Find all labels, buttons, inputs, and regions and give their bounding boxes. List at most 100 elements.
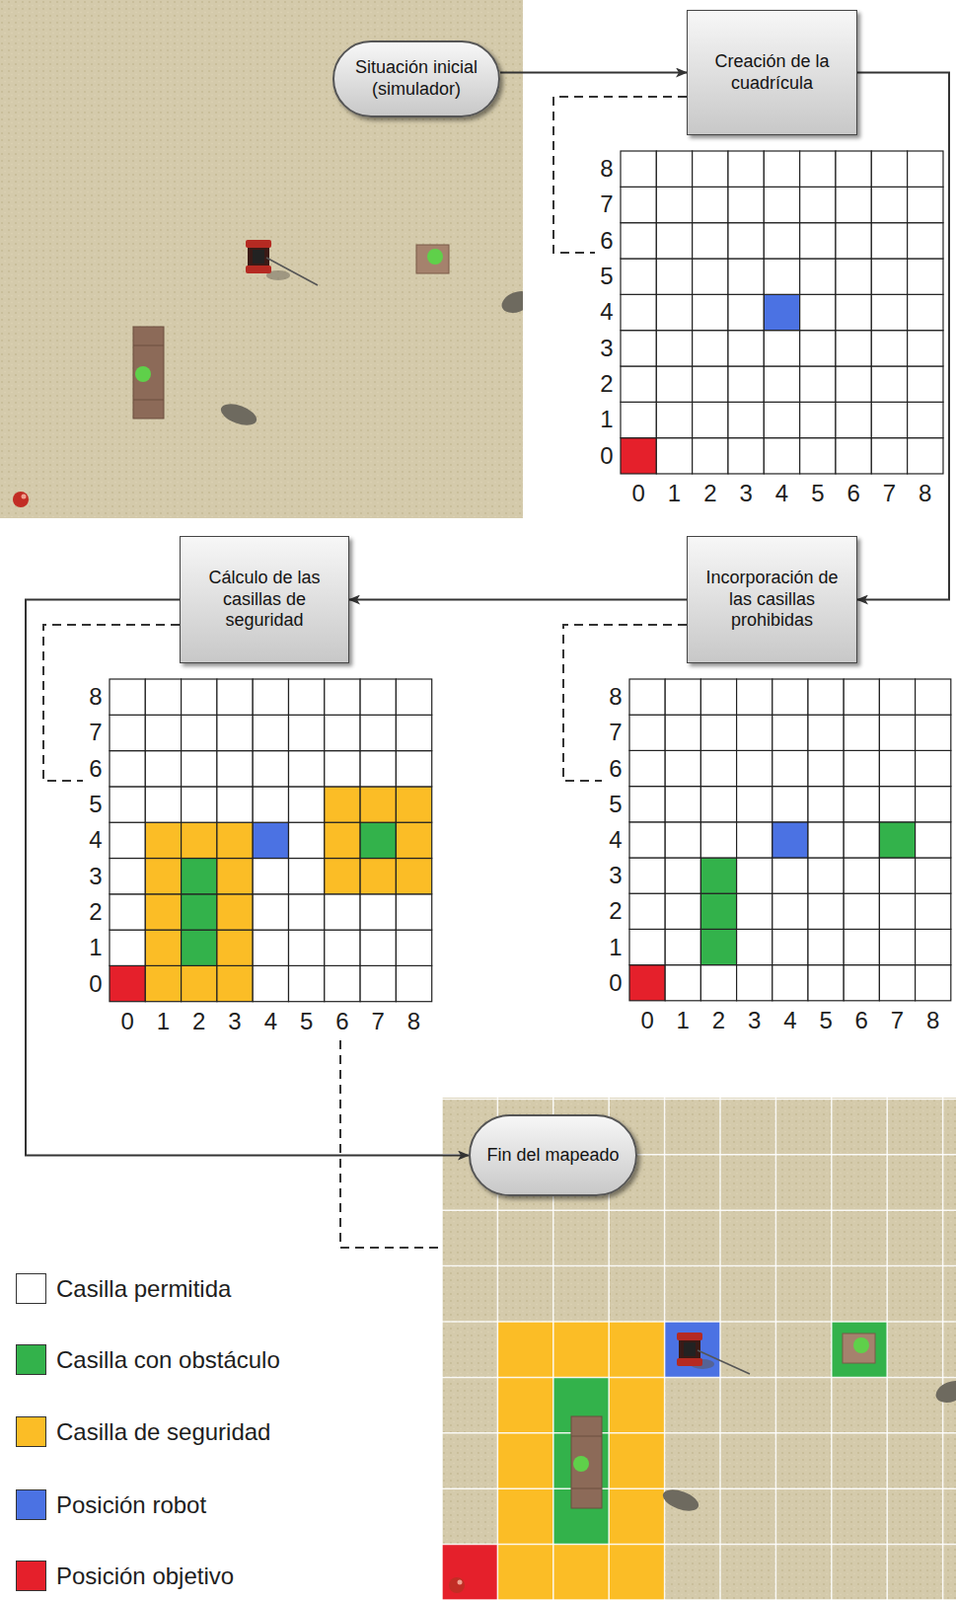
grid-cell [656, 294, 692, 330]
grid-cell [835, 258, 872, 295]
grid-cell [692, 401, 729, 438]
grid-cell [763, 186, 800, 222]
grid-cell [835, 366, 872, 402]
robot-top [683, 1341, 696, 1356]
grid-cell [145, 858, 181, 894]
grid-cell [360, 964, 396, 1001]
grid-cell [664, 892, 701, 929]
grid-cell [395, 858, 432, 894]
obstacle-marker [427, 248, 443, 265]
legend-swatch [15, 1343, 47, 1375]
grid-cell [395, 929, 432, 965]
axis-number: 6 [601, 753, 630, 784]
grid-cell [324, 821, 361, 858]
node-text: Fin del mapeado [486, 1144, 619, 1167]
grid-cell [772, 928, 809, 964]
grid-cell [728, 330, 764, 367]
map-cell [608, 1487, 664, 1544]
robot-wheel [676, 1357, 703, 1366]
grid-cell [145, 714, 181, 750]
box-plank [571, 1487, 602, 1489]
axis-number: 5 [81, 789, 110, 819]
axis-number: 7 [875, 478, 903, 509]
grid-cell [360, 786, 396, 822]
grid-cell [109, 821, 146, 858]
axis-number: 6 [328, 1006, 357, 1036]
grid-cell [915, 928, 952, 964]
grid-cell [728, 438, 764, 474]
map-cell [553, 1321, 609, 1377]
grid-cell [808, 964, 844, 1001]
grid-cell [700, 678, 736, 715]
obstacle-marker [135, 366, 151, 382]
axis-number: 4 [601, 824, 630, 855]
axis-number: 3 [732, 478, 760, 509]
grid-cell [907, 222, 944, 259]
grid-cell [736, 714, 773, 750]
grid-cell [656, 222, 692, 259]
box-plank [133, 345, 164, 347]
grid-cell [395, 750, 432, 787]
grid-cell [879, 714, 915, 750]
axis-number: 2 [185, 1006, 214, 1036]
grid-cell [808, 928, 844, 964]
grid-cell [217, 821, 253, 858]
sand-ground [0, 0, 523, 518]
grid-cell [395, 964, 432, 1001]
flow-arrow [349, 598, 687, 601]
map-cell [497, 1432, 553, 1488]
obstacle-box [416, 244, 449, 274]
grid-cell [656, 150, 692, 187]
grid-cell [879, 928, 915, 964]
obstacle-box [571, 1415, 602, 1508]
grid-cell [692, 294, 729, 330]
grid-cell [800, 150, 836, 187]
grid-cell [763, 330, 800, 367]
grid-cell [252, 893, 289, 930]
leader-line [340, 1039, 442, 1248]
legend-swatch [15, 1488, 47, 1520]
axis-number: 4 [767, 478, 796, 509]
grid-cell [217, 714, 253, 750]
grid-cell [324, 858, 361, 894]
grid-cell [181, 893, 218, 930]
axis-number: 5 [293, 1006, 321, 1036]
axis-number: 6 [592, 225, 621, 256]
grid-cell [871, 222, 907, 259]
axis-number: 4 [81, 824, 110, 855]
map-cells [441, 1097, 956, 1600]
map-cell [441, 1544, 498, 1600]
grid-cell [800, 401, 836, 438]
grid-cell [728, 222, 764, 259]
grid-cell [772, 857, 809, 893]
grid-cell [763, 258, 800, 295]
grid-cell [808, 857, 844, 893]
map-gridline [441, 1543, 956, 1545]
grid-cell [145, 821, 181, 858]
robot-top [252, 249, 265, 264]
flow-arrow [500, 72, 687, 74]
grid-cell [700, 749, 736, 786]
map-cell [608, 1432, 664, 1488]
grid-cell [772, 749, 809, 786]
grid-cell [728, 186, 764, 222]
grid-cell [907, 330, 944, 367]
robot-wheel [676, 1331, 703, 1340]
axis-number: 1 [592, 404, 621, 435]
axis-number: 7 [81, 717, 110, 747]
grid-cell [692, 186, 729, 222]
leader-lines [43, 96, 687, 1248]
legend-text: Casilla de seguridad [56, 1415, 271, 1447]
grid-cell [907, 186, 944, 222]
grid-cell [843, 678, 880, 715]
grid-cell [252, 821, 289, 858]
grid-cell [692, 150, 729, 187]
grid-cell [772, 714, 809, 750]
grid-cell [629, 892, 665, 929]
map-cell [497, 1487, 553, 1544]
target-ball [12, 491, 29, 508]
simulator-view [0, 0, 523, 518]
axis-number: 1 [668, 1005, 697, 1035]
grid-cell [800, 258, 836, 295]
grid-cell [109, 786, 146, 822]
